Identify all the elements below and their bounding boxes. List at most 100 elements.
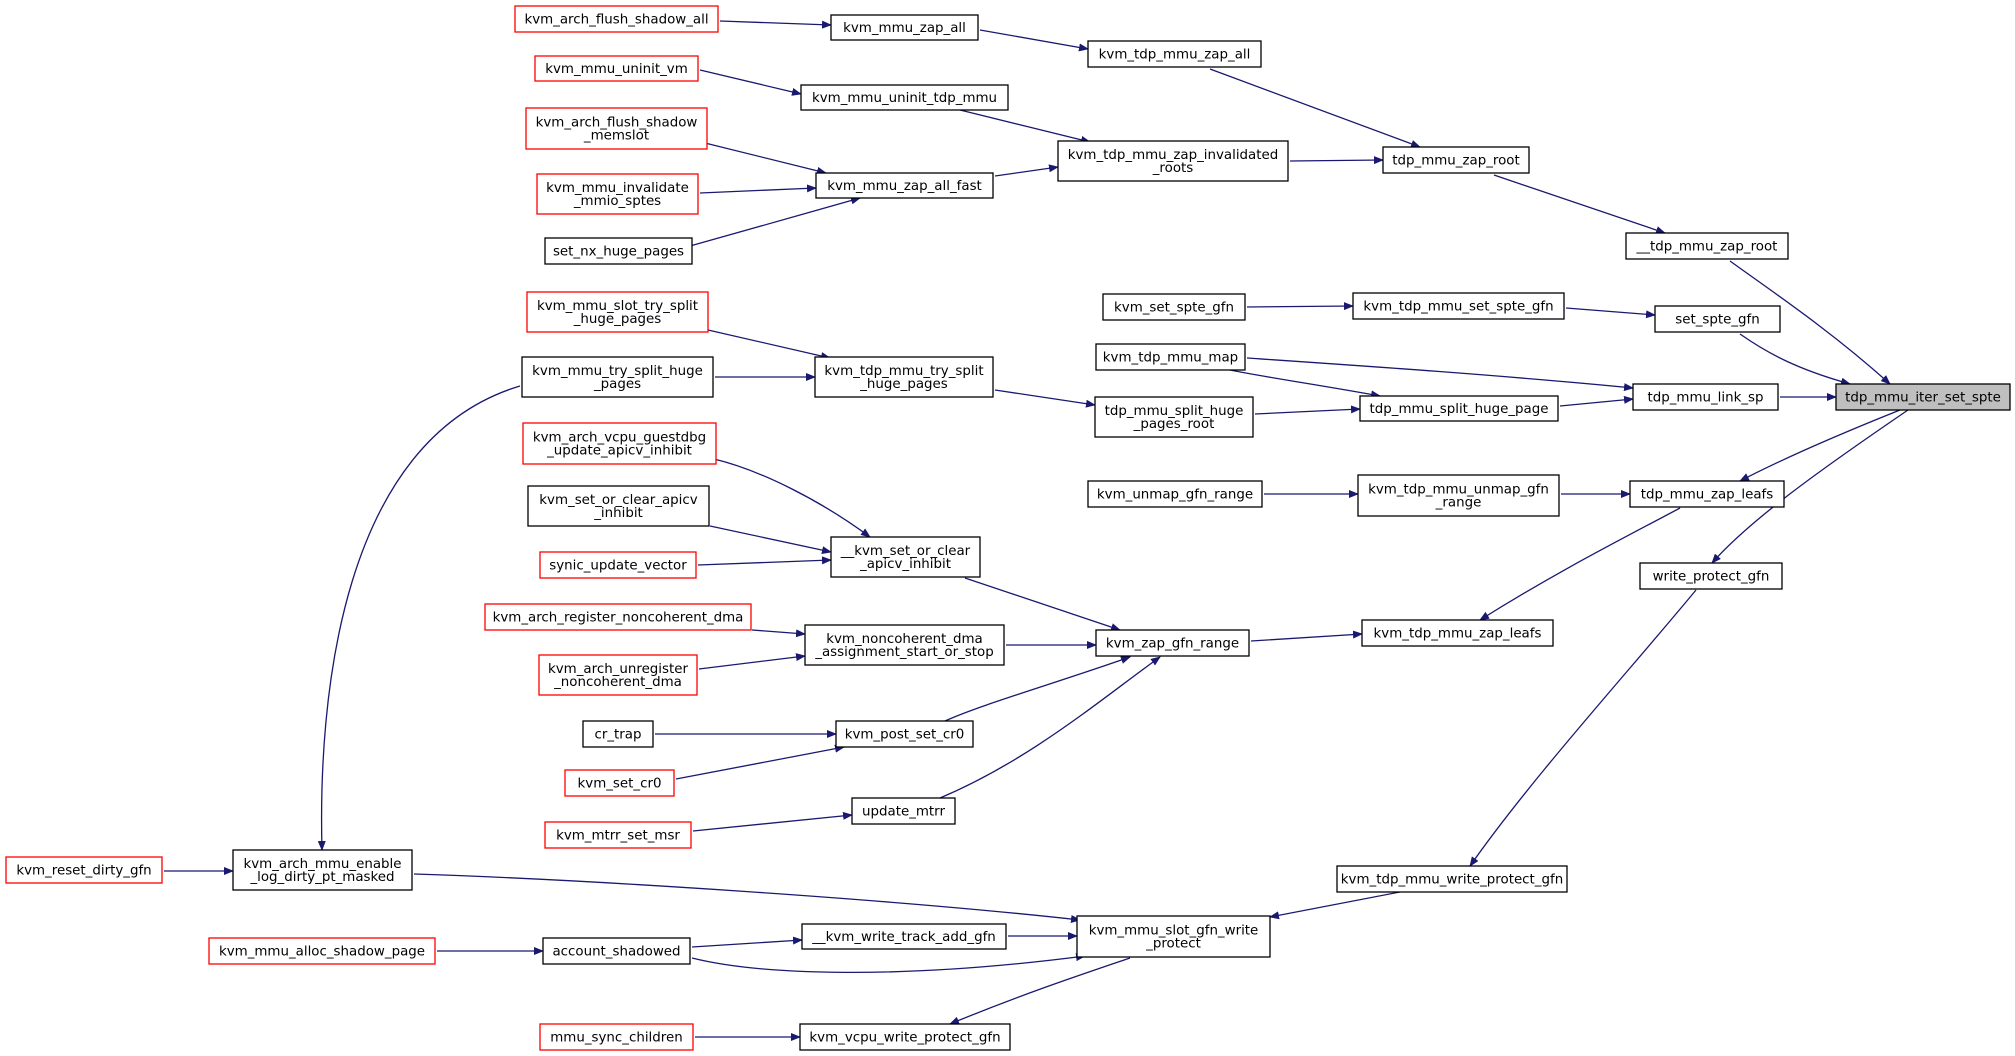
edge-zap_all_fast-flush_memslot xyxy=(704,142,827,175)
node-label: mmu_sync_children xyxy=(550,1031,682,1046)
node-reset-dirty[interactable]: kvm_reset_dirty_gfn xyxy=(5,856,163,884)
node-label: _assignment_start_or_stop xyxy=(814,645,993,660)
node-mmu-try-split[interactable]: kvm_mmu_try_split_huge_pages xyxy=(521,356,714,398)
edge-__set_or_clear-synic xyxy=(697,556,832,566)
node-label: cr_trap xyxy=(594,728,641,743)
nodes: kvm_arch_flush_shadow_all kvm_mmu_zap_all… xyxy=(5,5,2011,1051)
node-reg-dma[interactable]: kvm_arch_register_noncoherent_dma xyxy=(484,603,752,631)
node-slot-write-prot[interactable]: kvm_mmu_slot_gfn_write_protect xyxy=(1076,915,1271,958)
edge-zap_range-__set_or_clear xyxy=(964,577,1121,631)
node-label: kvm_mmu_slot_try_split xyxy=(537,299,698,314)
node-label: kvm_tdp_mmu_zap_all xyxy=(1099,48,1251,63)
edge-set_spte-tdp_set_spte xyxy=(1565,307,1656,319)
node-link-sp[interactable]: tdp_mmu_link_sp xyxy=(1632,383,1779,411)
node-synic[interactable]: synic_update_vector xyxy=(539,551,697,579)
node-tdp-write-prot[interactable]: kvm_tdp_mmu_write_protect_gfn xyxy=(1336,865,1568,893)
node-zap-invalidated[interactable]: kvm_tdp_mmu_zap_invalidated_roots xyxy=(1057,140,1289,182)
node-flush-memslot[interactable]: kvm_arch_flush_shadow_memslot xyxy=(525,107,708,150)
node-nx-huge[interactable]: set_nx_huge_pages xyxy=(544,237,693,265)
node-label: __kvm_write_track_add_gfn xyxy=(811,930,996,945)
node-label: kvm_unmap_gfn_range xyxy=(1097,488,1253,503)
edge-uninit_tdp-uninit_vm xyxy=(699,69,802,96)
node-label: _apicv_inhibit xyxy=(859,557,951,572)
node-tdp-try-split[interactable]: kvm_tdp_mmu_try_split_huge_pages xyxy=(814,356,994,398)
node---zap-root[interactable]: __tdp_mmu_zap_root xyxy=(1625,232,1789,260)
node-tdp-unmap[interactable]: kvm_tdp_mmu_unmap_gfn_range xyxy=(1357,474,1560,517)
node-label: write_protect_gfn xyxy=(1653,570,1770,585)
node-set-spte[interactable]: set_spte_gfn xyxy=(1654,305,1781,333)
node-cr-trap[interactable]: cr_trap xyxy=(582,720,654,748)
node-label: _roots xyxy=(1152,161,1194,176)
edge-zap_root-zap_invalidated xyxy=(1289,156,1384,165)
node-guestdbg[interactable]: kvm_arch_vcpu_guestdbg_update_apicv_inhi… xyxy=(522,422,717,465)
node-zap-range[interactable]: kvm_zap_gfn_range xyxy=(1095,629,1250,657)
node-label: kvm_post_set_cr0 xyxy=(845,728,965,743)
node-label: kvm_arch_unregister xyxy=(548,662,688,677)
node-label: kvm_tdp_mmu_map xyxy=(1103,351,1238,366)
node-update-mtrr[interactable]: update_mtrr xyxy=(851,797,956,825)
edge-iter_set-zap_leafs xyxy=(1739,409,1901,482)
node-label: kvm_mmu_invalidate xyxy=(546,181,689,196)
edge-zap_all_fast-nx_huge xyxy=(689,196,861,247)
node-label: kvm_set_spte_gfn xyxy=(1114,301,1234,316)
edge-tdp_write_prot-write_prot xyxy=(1469,589,1697,867)
node-uninit-vm[interactable]: kvm_mmu_uninit_vm xyxy=(534,55,699,82)
node-inval-mmio[interactable]: kvm_mmu_invalidate_mmio_sptes xyxy=(536,173,699,215)
edge-zap_all_fast-inval_mmio xyxy=(699,184,817,194)
edge-tdp_zap_all-zap_all xyxy=(979,29,1089,52)
node-split-root[interactable]: tdp_mmu_split_huge_pages_root xyxy=(1094,396,1254,438)
node-label: _huge_pages xyxy=(573,312,662,327)
node-alloc-shadow[interactable]: kvm_mmu_alloc_shadow_page xyxy=(208,937,436,965)
node-zap-leafs[interactable]: tdp_mmu_zap_leafs xyxy=(1629,480,1785,508)
node-acct-shadowed[interactable]: account_shadowed xyxy=(542,937,691,965)
node---set-or-clear[interactable]: __kvm_set_or_clear_apicv_inhibit xyxy=(830,536,981,578)
node-label: tdp_mmu_split_huge_page xyxy=(1370,402,1549,417)
node-tdp-set-spte[interactable]: kvm_tdp_mmu_set_spte_gfn xyxy=(1352,292,1565,320)
node-label: synic_update_vector xyxy=(549,559,687,574)
node-label: tdp_mmu_split_huge xyxy=(1105,404,1244,419)
node-label: update_mtrr xyxy=(862,805,945,820)
edge-write_track-acct_shadowed xyxy=(691,936,803,948)
edge-__zap_root-zap_root xyxy=(1493,174,1666,234)
node-label: __tdp_mmu_zap_root xyxy=(1636,240,1778,255)
node-write-track[interactable]: __kvm_write_track_add_gfn xyxy=(801,923,1007,950)
node-noncoh[interactable]: kvm_noncoherent_dma_assignment_start_or_… xyxy=(804,624,1005,666)
node-label: kvm_arch_flush_shadow xyxy=(536,116,698,131)
node-slot-try-split[interactable]: kvm_mmu_slot_try_split_huge_pages xyxy=(526,291,709,333)
node-tdp-zap-all[interactable]: kvm_tdp_mmu_zap_all xyxy=(1087,40,1262,68)
node-flush-all[interactable]: kvm_arch_flush_shadow_all xyxy=(514,5,719,33)
node-mtrr-msr[interactable]: kvm_mtrr_set_msr xyxy=(544,821,692,849)
node-post-cr0[interactable]: kvm_post_set_cr0 xyxy=(835,720,974,748)
node-zap-all-fast[interactable]: kvm_mmu_zap_all_fast xyxy=(815,172,994,199)
node-set-cr0[interactable]: kvm_set_cr0 xyxy=(564,769,675,797)
node-set-spte-gfn[interactable]: kvm_set_spte_gfn xyxy=(1102,293,1246,321)
node-unreg-dma[interactable]: kvm_arch_unregister_noncoherent_dma xyxy=(538,654,698,696)
edge-slot_write_prot-acct_shadowed xyxy=(691,953,1086,974)
node-tdp-map[interactable]: kvm_tdp_mmu_map xyxy=(1095,343,1246,371)
node-sync-children[interactable]: mmu_sync_children xyxy=(539,1023,694,1051)
edge-vcpu_write_prot-slot_write_prot xyxy=(949,957,1131,1025)
edge-zap_root-tdp_zap_all xyxy=(1209,68,1421,148)
node-label: _log_dirty_pt_masked xyxy=(249,870,394,885)
edges xyxy=(164,20,1909,1041)
node-enable-log[interactable]: kvm_arch_mmu_enable_log_dirty_pt_masked xyxy=(232,849,413,891)
node-unmap-range[interactable]: kvm_unmap_gfn_range xyxy=(1087,480,1263,508)
node-zap-root[interactable]: tdp_mmu_zap_root xyxy=(1382,146,1530,174)
node-label: __kvm_set_or_clear xyxy=(840,544,971,559)
node-tdp-zap-leafs[interactable]: kvm_tdp_mmu_zap_leafs xyxy=(1361,619,1554,647)
node-label: _memslot xyxy=(583,129,649,144)
edge-split_page-split_root xyxy=(1254,405,1361,415)
edge-link_sp-split_page xyxy=(1559,395,1634,407)
node-label: kvm_tdp_mmu_zap_leafs xyxy=(1374,627,1542,642)
node-vcpu-write-prot[interactable]: kvm_vcpu_write_protect_gfn xyxy=(799,1023,1011,1051)
node-split-page[interactable]: tdp_mmu_split_huge_page xyxy=(1359,395,1559,422)
node-label: kvm_tdp_mmu_try_split xyxy=(824,364,983,379)
node-zap-all[interactable]: kvm_mmu_zap_all xyxy=(830,14,979,41)
node-set-or-clear[interactable]: kvm_set_or_clear_apicv_inhibit xyxy=(527,485,710,527)
node-write-prot[interactable]: write_protect_gfn xyxy=(1639,562,1783,590)
node-uninit-tdp[interactable]: kvm_mmu_uninit_tdp_mmu xyxy=(800,84,1009,111)
node-label: kvm_reset_dirty_gfn xyxy=(16,864,151,879)
node-label: kvm_tdp_mmu_unmap_gfn xyxy=(1368,483,1549,498)
edge-zap_invalidated-uninit_tdp xyxy=(959,109,1091,144)
